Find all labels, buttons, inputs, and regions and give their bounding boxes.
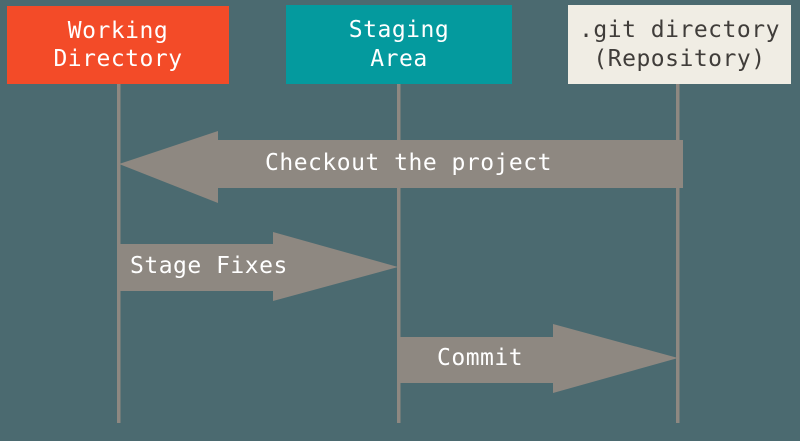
- arrow-stage-fixes: [120, 232, 398, 301]
- arrow-commit: [400, 324, 678, 393]
- node-git-directory[interactable]: .git directory (Repository): [568, 5, 791, 84]
- arrow-label-stage-fixes: Stage Fixes: [130, 253, 288, 279]
- node-working-directory[interactable]: Working Directory: [7, 6, 229, 84]
- node-staging-area-line2: Area: [370, 45, 428, 72]
- lifeline-git-directory: [676, 84, 680, 423]
- node-working-directory-line2: Directory: [53, 46, 183, 72]
- arrow-label-commit: Commit: [437, 345, 524, 371]
- node-staging-area[interactable]: Staging Area: [286, 5, 512, 84]
- node-staging-area-line1: Staging: [348, 17, 450, 44]
- lifeline-working-directory: [117, 84, 121, 423]
- arrow-checkout: [119, 131, 683, 203]
- node-git-directory-line1: .git directory: [579, 17, 780, 44]
- lifeline-staging-area: [397, 84, 401, 423]
- node-working-directory-line1: Working: [67, 17, 169, 44]
- node-git-directory-line2: (Repository): [593, 45, 766, 72]
- arrow-label-checkout: Checkout the project: [265, 150, 552, 176]
